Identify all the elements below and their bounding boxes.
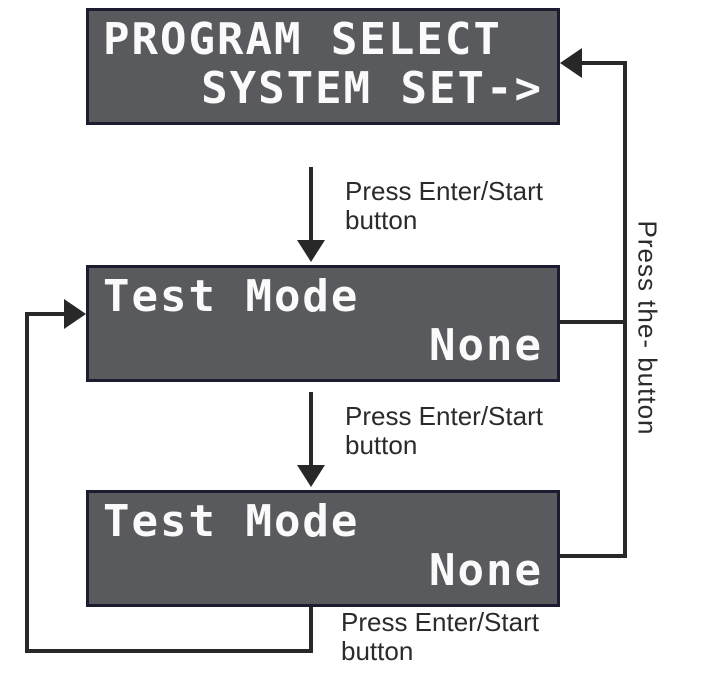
enter-start-label-2: Press Enter/Start button xyxy=(345,402,543,460)
enter-start-label-3-line1: Press Enter/Start xyxy=(341,607,539,637)
enter-start-label-3: Press Enter/Start button xyxy=(341,608,539,666)
return-path-label: Press the- button xyxy=(632,220,663,436)
arrow-down-2-icon xyxy=(297,465,325,487)
arrow-down-2-stem xyxy=(309,392,313,470)
enter-start-label-2-line2: button xyxy=(345,430,418,460)
arrow-right-icon xyxy=(64,299,86,329)
return-path-right-top-horizontal xyxy=(576,61,627,65)
enter-start-label-1-line2: button xyxy=(345,205,418,235)
loop-left-drop-vertical xyxy=(309,607,313,653)
return-path-right-bottom-horizontal xyxy=(560,554,623,558)
loop-left-vertical xyxy=(25,312,29,653)
arrow-down-1-icon xyxy=(297,240,325,262)
enter-start-label-1: Press Enter/Start button xyxy=(345,177,543,235)
enter-start-label-1-line1: Press Enter/Start xyxy=(345,176,543,206)
enter-start-label-3-line2: button xyxy=(341,636,414,666)
arrow-left-icon xyxy=(560,48,582,78)
lcd-line-2: None xyxy=(429,545,543,596)
lcd-line-1: Test Mode xyxy=(103,271,360,322)
lcd-line-2: None xyxy=(429,320,543,371)
arrow-down-1-stem xyxy=(309,167,313,245)
loop-left-top-horizontal xyxy=(25,312,70,316)
loop-left-bottom-horizontal xyxy=(25,649,313,653)
return-path-right-vertical xyxy=(623,61,627,558)
lcd-screen-program-select: PROGRAM SELECT SYSTEM SET-> xyxy=(86,8,560,125)
return-path-right-mid-horizontal xyxy=(560,320,623,324)
enter-start-label-2-line1: Press Enter/Start xyxy=(345,401,543,431)
lcd-screen-test-mode-2: Test Mode None xyxy=(86,490,560,607)
lcd-line-1: PROGRAM SELECT xyxy=(103,14,502,65)
lcd-screen-test-mode-1: Test Mode None xyxy=(86,265,560,382)
lcd-line-1: Test Mode xyxy=(103,496,360,547)
lcd-line-2: SYSTEM SET-> xyxy=(201,63,543,114)
